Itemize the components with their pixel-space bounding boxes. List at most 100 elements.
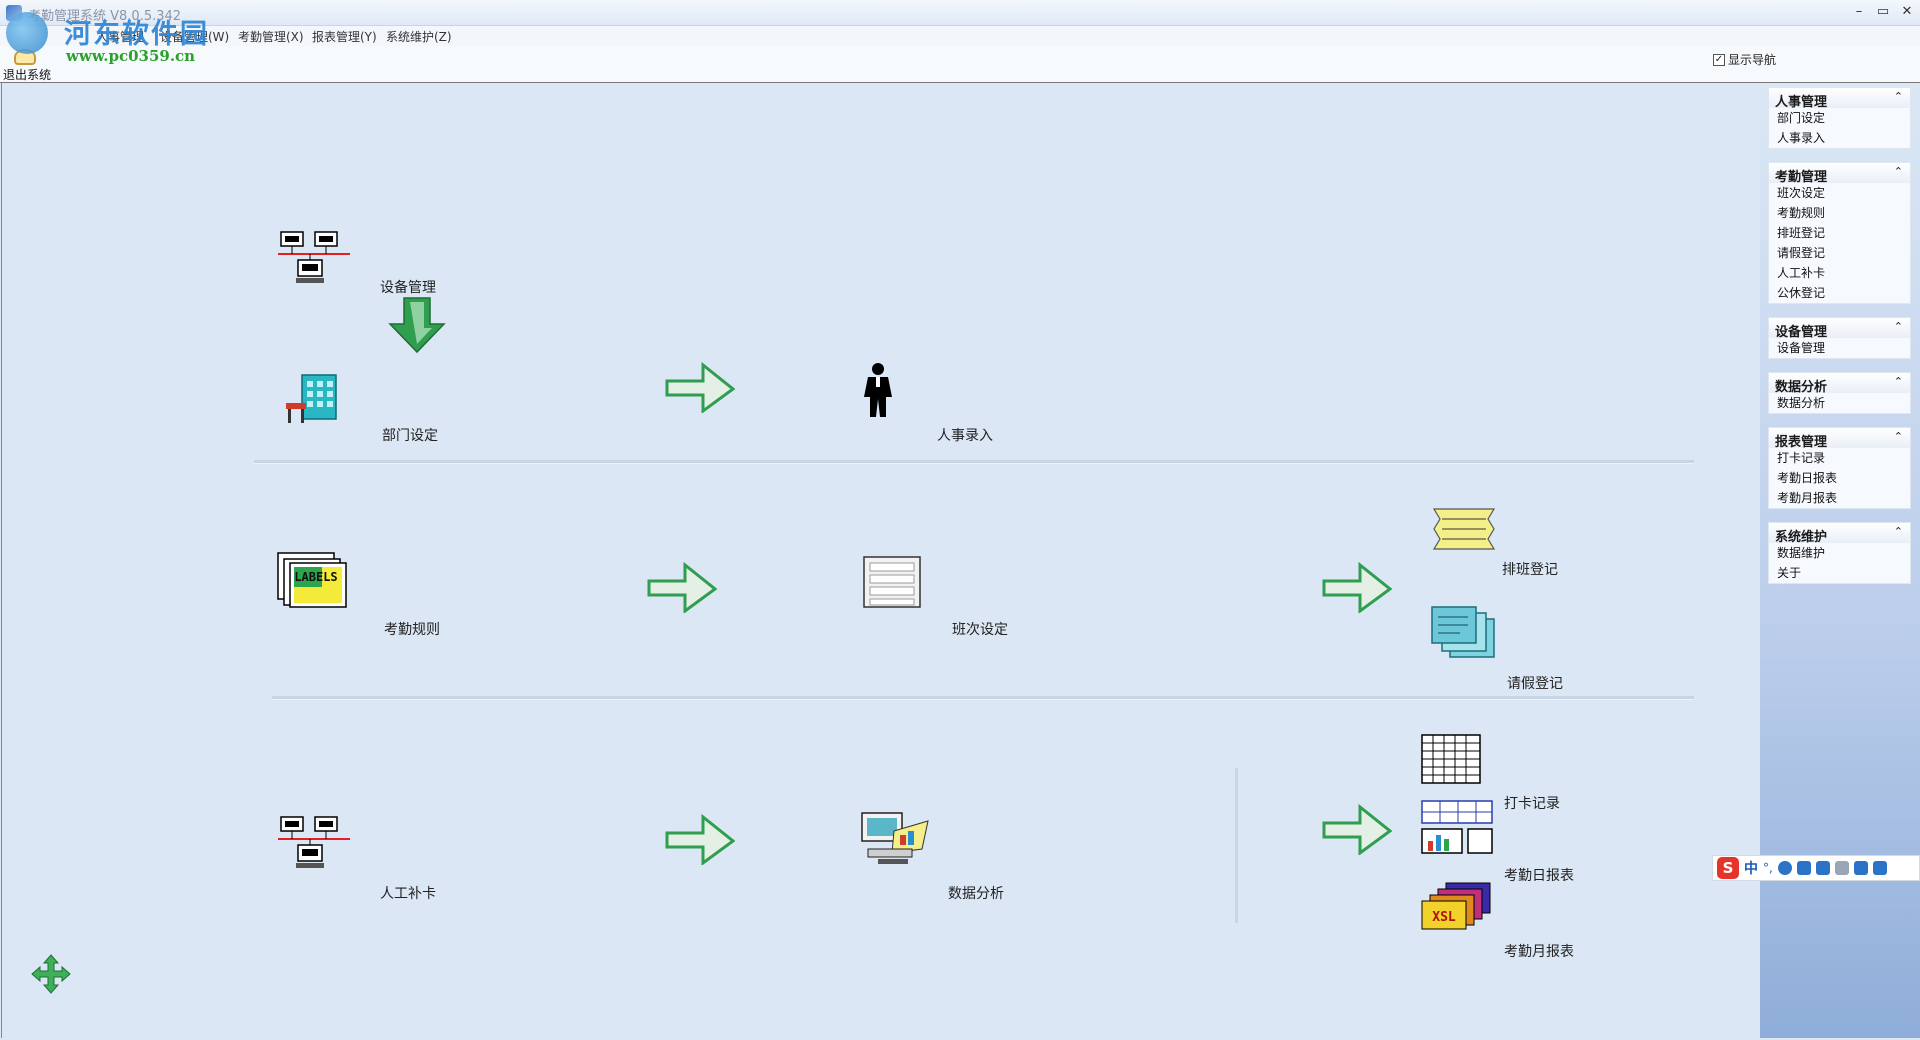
exit-system-button[interactable]: 退出系统 xyxy=(3,68,52,82)
nav-group-title: 人事管理 xyxy=(1775,95,1828,110)
monthly-report-node[interactable]: XSL xyxy=(1420,881,1494,931)
data-analysis-node[interactable] xyxy=(858,809,932,867)
collapse-chevron-icon[interactable]: ⌃ xyxy=(1893,320,1903,333)
collapse-chevron-icon[interactable]: ⌃ xyxy=(1893,525,1903,538)
nav-item[interactable]: 数据维护 xyxy=(1777,546,1826,560)
menu-personnel[interactable]: 人事管理 xyxy=(96,30,145,44)
nav-group-title: 报表管理 xyxy=(1775,435,1828,450)
show-nav-label: 显示导航 xyxy=(1728,53,1777,67)
nav-item[interactable]: 打卡记录 xyxy=(1777,451,1826,465)
toolbar: 退出系统 ✓ 显示导航 xyxy=(0,46,1920,83)
labels-icon[interactable]: LABELS xyxy=(276,551,350,609)
title-bar: 考勤管理系统 V8.0.5.342 – ▭ ✕ xyxy=(0,0,1920,26)
main-flow-area: 设备管理 部门设定 xyxy=(1,83,1759,1038)
schedule-cards-icon[interactable] xyxy=(1428,507,1500,557)
leave-registration-node[interactable] xyxy=(1428,605,1500,661)
device-management-node[interactable] xyxy=(278,228,352,288)
daily-report-node[interactable] xyxy=(1420,799,1494,855)
network-computers-icon[interactable] xyxy=(278,813,352,873)
department-setup-node[interactable] xyxy=(284,371,348,427)
checkbox-check-icon[interactable]: ✓ xyxy=(1713,53,1725,66)
move-arrows-icon[interactable] xyxy=(30,953,72,995)
personnel-entry-label[interactable]: 人事录入 xyxy=(937,428,993,444)
skin-shirt-icon[interactable] xyxy=(1853,861,1868,875)
nav-group-header[interactable]: 考勤管理 ⌃ xyxy=(1769,163,1910,185)
schedule-registration-node[interactable] xyxy=(1428,507,1500,557)
analysis-computer-icon[interactable] xyxy=(858,809,932,867)
punch-records-label[interactable]: 打卡记录 xyxy=(1504,796,1560,812)
shift-setup-node[interactable] xyxy=(862,555,922,611)
down-arrow-icon xyxy=(386,296,448,358)
daily-report-label[interactable]: 考勤日报表 xyxy=(1504,868,1574,884)
daily-report-icon[interactable] xyxy=(1420,799,1494,855)
close-button[interactable]: ✕ xyxy=(1901,4,1913,19)
building-icon[interactable] xyxy=(284,371,348,427)
monthly-report-label[interactable]: 考勤月报表 xyxy=(1504,944,1574,960)
window-title: 考勤管理系统 V8.0.5.342 xyxy=(28,9,182,24)
user-icon[interactable] xyxy=(1834,861,1849,875)
manual-punch-node[interactable] xyxy=(278,813,352,873)
emoji-icon[interactable] xyxy=(1777,861,1792,875)
leave-registration-label[interactable]: 请假登记 xyxy=(1507,676,1563,692)
nav-item[interactable]: 考勤日报表 xyxy=(1777,471,1838,485)
person-icon[interactable] xyxy=(860,361,896,419)
nav-group-analysis: 数据分析 ⌃ 数据分析 xyxy=(1768,372,1911,414)
maximize-button[interactable]: ▭ xyxy=(1876,4,1890,19)
nav-group-header[interactable]: 系统维护 ⌃ xyxy=(1769,523,1910,545)
manual-punch-label[interactable]: 人工补卡 xyxy=(380,886,436,902)
right-arrow-icon xyxy=(647,561,718,617)
punctuation-toggle[interactable]: °, xyxy=(1763,861,1773,875)
grid-sheet-icon[interactable] xyxy=(1420,733,1482,787)
collapse-chevron-icon[interactable]: ⌃ xyxy=(1893,90,1903,103)
collapse-chevron-icon[interactable]: ⌃ xyxy=(1893,375,1903,388)
shift-table-icon[interactable] xyxy=(862,555,922,611)
collapse-chevron-icon[interactable]: ⌃ xyxy=(1893,165,1903,178)
network-computers-icon[interactable] xyxy=(278,228,352,288)
nav-item[interactable]: 公休登记 xyxy=(1777,286,1826,300)
personnel-entry-node[interactable] xyxy=(860,361,896,419)
attendance-rules-node[interactable]: LABELS xyxy=(276,551,350,609)
menu-system[interactable]: 系统维护(Z) xyxy=(386,30,452,44)
department-setup-label[interactable]: 部门设定 xyxy=(382,428,438,444)
nav-item[interactable]: 关于 xyxy=(1777,566,1802,580)
right-arrow-icon xyxy=(1322,561,1393,617)
nav-group-header[interactable]: 报表管理 ⌃ xyxy=(1769,428,1910,450)
nav-group-device: 设备管理 ⌃ 设备管理 xyxy=(1768,317,1911,359)
punch-records-node[interactable] xyxy=(1420,733,1482,787)
nav-item[interactable]: 部门设定 xyxy=(1777,111,1826,125)
nav-item[interactable]: 请假登记 xyxy=(1777,246,1826,260)
nav-item[interactable]: 班次设定 xyxy=(1777,186,1826,200)
shift-setup-label[interactable]: 班次设定 xyxy=(952,622,1008,638)
nav-item[interactable]: 排班登记 xyxy=(1777,226,1826,240)
microphone-icon[interactable] xyxy=(1796,861,1811,875)
nav-item[interactable]: 考勤规则 xyxy=(1777,206,1826,220)
schedule-registration-label[interactable]: 排班登记 xyxy=(1502,562,1558,578)
xsl-report-icon[interactable]: XSL xyxy=(1420,881,1494,931)
leave-documents-icon[interactable] xyxy=(1428,605,1500,661)
menu-reports[interactable]: 报表管理(Y) xyxy=(312,30,377,44)
right-arrow-icon xyxy=(665,361,736,417)
separator xyxy=(272,696,1694,700)
nav-group-header[interactable]: 人事管理 ⌃ xyxy=(1769,88,1910,110)
right-arrow-icon xyxy=(665,813,736,869)
show-nav-checkbox[interactable]: ✓ 显示导航 xyxy=(1713,51,1776,68)
nav-group-header[interactable]: 数据分析 ⌃ xyxy=(1769,373,1910,395)
minimize-button[interactable]: – xyxy=(1855,4,1863,19)
keyboard-icon[interactable] xyxy=(1815,861,1830,875)
nav-item[interactable]: 人事录入 xyxy=(1777,131,1826,145)
attendance-rules-label[interactable]: 考勤规则 xyxy=(384,622,440,638)
device-management-label[interactable]: 设备管理 xyxy=(380,280,436,296)
nav-item[interactable]: 人工补卡 xyxy=(1777,266,1826,280)
data-analysis-label[interactable]: 数据分析 xyxy=(948,886,1004,902)
nav-item[interactable]: 数据分析 xyxy=(1777,396,1826,410)
menu-device[interactable]: 设备管理(W) xyxy=(160,30,230,44)
collapse-chevron-icon[interactable]: ⌃ xyxy=(1893,430,1903,443)
ime-mode-toggle[interactable]: 中 xyxy=(1744,861,1758,877)
sogou-logo-icon[interactable]: S xyxy=(1717,857,1739,879)
nav-item[interactable]: 考勤月报表 xyxy=(1777,491,1838,505)
nav-item[interactable]: 设备管理 xyxy=(1777,341,1826,355)
menu-attendance[interactable]: 考勤管理(X) xyxy=(238,30,304,44)
menu-bar: 人事管理 设备管理(W) 考勤管理(X) 报表管理(Y) 系统维护(Z) xyxy=(0,26,1920,46)
wrench-icon[interactable] xyxy=(1872,861,1887,875)
nav-group-header[interactable]: 设备管理 ⌃ xyxy=(1769,318,1910,340)
